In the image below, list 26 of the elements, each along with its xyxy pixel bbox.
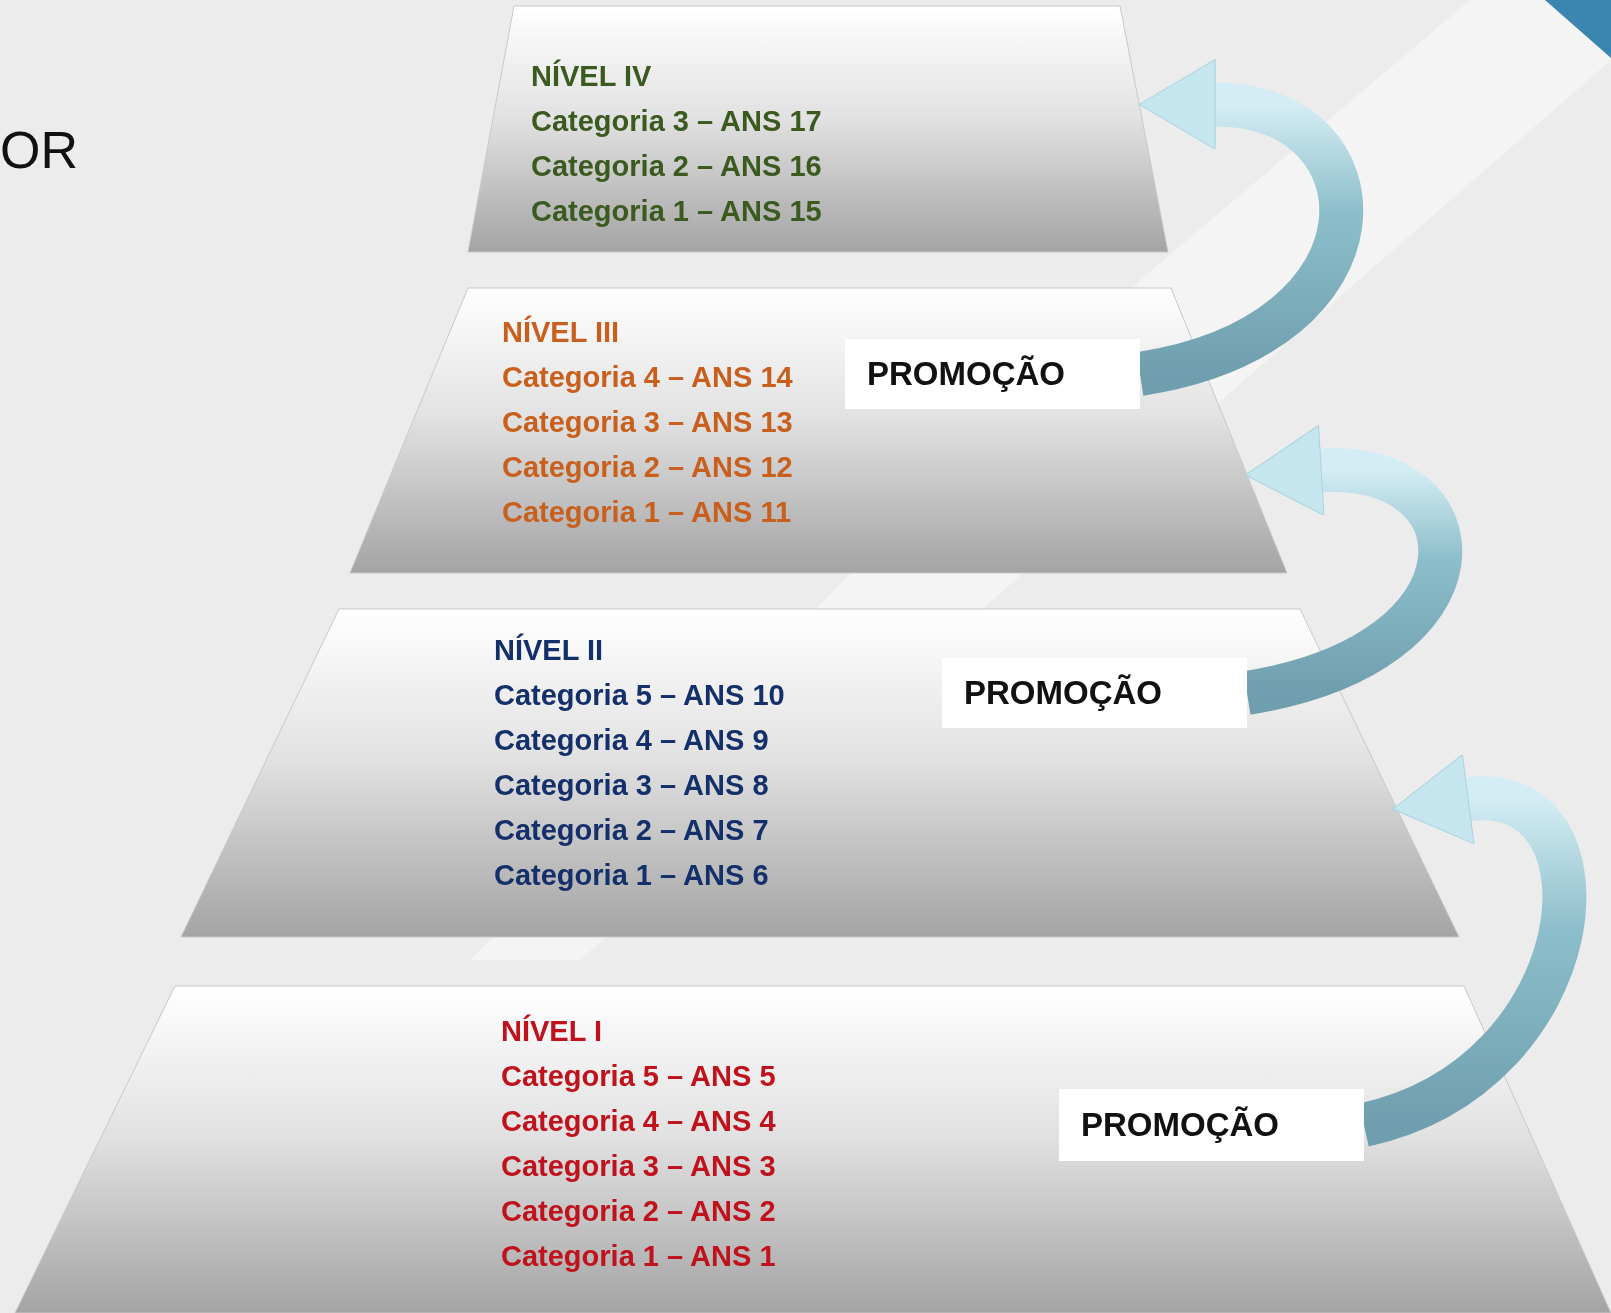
category-line: Categoria 3 – ANS 3 [501, 1149, 776, 1184]
category-line: Categoria 1 – ANS 15 [531, 194, 822, 229]
category-line: Categoria 2 – ANS 7 [494, 813, 770, 848]
level-heading: NÍVEL I [501, 1013, 603, 1049]
category-line: Categoria 2 – ANS 2 [501, 1194, 776, 1229]
promotion-label: PROMOÇÃO [845, 339, 1140, 409]
level-heading: NÍVEL IV [531, 58, 653, 94]
category-line: Categoria 2 – ANS 12 [502, 450, 793, 485]
category-line: Categoria 5 – ANS 10 [494, 678, 785, 713]
category-line: Categoria 3 – ANS 8 [494, 768, 770, 803]
category-line: Categoria 4 – ANS 4 [501, 1104, 776, 1139]
curved-arrow [1242, 424, 1462, 715]
level-heading: NÍVEL III [502, 314, 621, 350]
category-line: Categoria 1 – ANS 11 [502, 495, 793, 530]
category-line: Categoria 3 – ANS 17 [531, 104, 822, 139]
category-line: Categoria 5 – ANS 5 [501, 1059, 776, 1094]
promotion-label: PROMOÇÃO [942, 658, 1247, 728]
category-line: Categoria 3 – ANS 13 [502, 405, 793, 440]
title-fragment: OR [0, 120, 78, 180]
category-line: Categoria 1 – ANS 6 [494, 858, 770, 893]
category-line: Categoria 4 – ANS 9 [494, 723, 770, 758]
promotion-label: PROMOÇÃO [1059, 1089, 1364, 1161]
category-line: Categoria 1 – ANS 1 [501, 1239, 776, 1274]
category-line: Categoria 4 – ANS 14 [502, 360, 793, 395]
level-heading: NÍVEL II [494, 632, 605, 668]
category-line: Categoria 2 – ANS 16 [531, 149, 822, 184]
